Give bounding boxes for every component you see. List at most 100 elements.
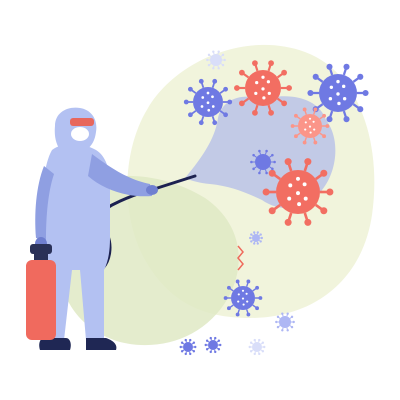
virus-spike-tip — [357, 106, 364, 113]
virus-spike-tip — [281, 312, 284, 315]
virus-icon — [183, 78, 233, 126]
virus-spike-tip — [343, 116, 350, 123]
virus-spike-tip — [256, 242, 259, 245]
virus-spike-tip — [183, 99, 189, 105]
virus-spike-tip — [326, 63, 333, 70]
virus-icon — [179, 338, 197, 356]
virus-dot — [206, 91, 210, 95]
virus-spike-tip — [313, 140, 318, 145]
virus-icon — [204, 336, 222, 354]
glove-right — [146, 185, 158, 195]
sprayer-tank-icon — [26, 244, 56, 340]
virus-spike-tip — [302, 140, 307, 145]
virus-dot — [336, 79, 340, 84]
virus-spike-tip — [212, 50, 215, 53]
virus-spike-tip — [246, 279, 251, 284]
virus-spike-tip — [223, 58, 226, 62]
virus-dot — [262, 96, 266, 100]
virus-spike-tip — [198, 120, 204, 126]
virus-spike-tip — [252, 153, 255, 157]
virus-dot — [241, 289, 245, 292]
virus-spike-tip — [294, 134, 298, 139]
virus-dot — [267, 91, 271, 96]
virus-spike-tip — [260, 236, 263, 240]
virus-spike-tip — [281, 329, 284, 332]
virus-spike-tip — [234, 85, 240, 91]
virus-spike-tip — [292, 320, 295, 324]
virus-icon — [275, 312, 295, 332]
virus-spike-tip — [212, 67, 215, 70]
virus-dot — [254, 91, 258, 96]
virus-icon — [206, 50, 226, 70]
virus-spike-tip — [239, 69, 245, 76]
virus-dot — [200, 105, 204, 108]
virus-icon — [223, 279, 263, 317]
virus-spike-tip — [235, 312, 240, 317]
virus-spike-tip — [192, 350, 196, 353]
virus-spike-tip — [248, 345, 251, 349]
virus-spike-tip — [250, 233, 253, 236]
virus-spike-tip — [312, 73, 319, 80]
tank-cap — [34, 252, 48, 262]
virus-dot — [302, 182, 307, 187]
mask — [71, 127, 89, 141]
virus-spike-tip — [217, 67, 220, 70]
virus-spike-tip — [304, 158, 312, 166]
suit-arm-right — [88, 154, 152, 197]
virus-spike-tip — [217, 348, 221, 351]
virus-spike-tip — [276, 315, 280, 319]
virus-spike-tip — [286, 312, 289, 315]
virus-spike-tip — [284, 218, 292, 226]
virus-body — [279, 316, 291, 328]
virus-spike-tip — [304, 218, 312, 226]
virus-spike-tip — [253, 352, 256, 356]
virus-spike-tip — [268, 60, 274, 67]
virus-spike-tip — [271, 153, 274, 157]
virus-dot — [303, 196, 308, 201]
virus-spike-tip — [265, 149, 268, 153]
virus-spike-tip — [271, 167, 274, 171]
virus-spike-tip — [320, 169, 328, 177]
virus-body — [210, 54, 222, 66]
virus-spike-tip — [302, 107, 307, 112]
virus-dot — [207, 108, 211, 112]
virus-spike-tip — [204, 343, 207, 347]
virus-spike-tip — [322, 134, 326, 139]
virus-group — [179, 50, 369, 356]
virus-spike-tip — [212, 120, 218, 126]
virus-dot — [304, 121, 307, 124]
virus-dot — [308, 125, 312, 128]
virus-spike-tip — [250, 240, 253, 243]
virus-dot — [297, 202, 302, 207]
virus-dot — [341, 84, 346, 89]
virus-spike-tip — [286, 85, 292, 91]
virus-icon — [290, 107, 330, 145]
virus-spike-tip — [227, 285, 231, 290]
virus-body — [252, 342, 262, 352]
virus-dot — [261, 75, 265, 79]
virus-spike-tip — [268, 207, 276, 215]
virus-spike-tip — [253, 242, 256, 245]
virus-spike-tip — [326, 116, 333, 123]
virus-dot — [245, 292, 248, 295]
virus-spike-tip — [184, 338, 187, 342]
virus-dot — [337, 101, 341, 106]
virus-spike-tip — [198, 78, 204, 84]
virus-spike-tip — [239, 100, 245, 107]
virus-spike-tip — [189, 352, 192, 356]
virus-dot — [296, 191, 300, 196]
virus-spike-tip — [188, 86, 193, 92]
virus-dot — [308, 117, 312, 120]
suit-arm-left — [35, 166, 54, 240]
virus-body — [255, 154, 271, 170]
virus-spike-tip — [275, 320, 278, 324]
virus-spike-tip — [290, 124, 295, 128]
virus-dot — [296, 176, 300, 181]
virus-spike-tip — [221, 53, 225, 57]
virus-dot — [336, 92, 340, 96]
virus-spike-tip — [205, 339, 209, 342]
virus-dot — [255, 80, 259, 85]
virus-dot — [241, 297, 245, 300]
